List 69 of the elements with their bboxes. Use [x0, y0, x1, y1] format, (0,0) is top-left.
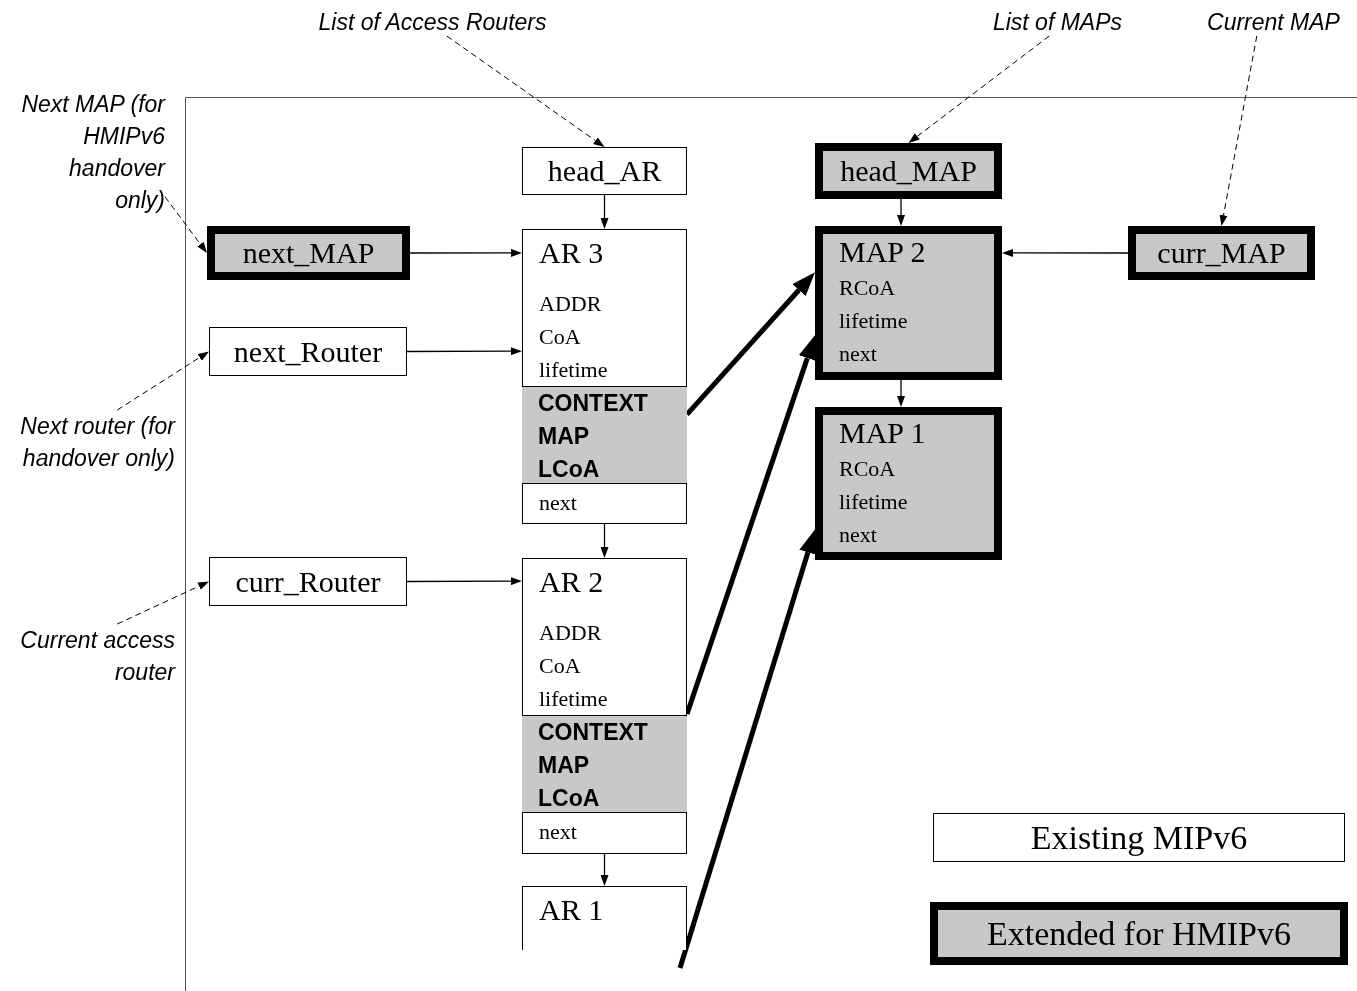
record-title: MAP 1 [839, 415, 926, 451]
arrow [406, 577, 522, 586]
pointer-name: next_MAP [242, 235, 375, 271]
pointer-name: head_MAP [840, 153, 977, 189]
record-title: AR 1 [539, 892, 604, 928]
field-label: RCoA [839, 455, 896, 483]
field-label: lifetime [839, 307, 908, 335]
field-label: lifetime [839, 488, 908, 516]
context-field: CONTEXT [538, 716, 648, 749]
record-title: AR 3 [539, 235, 604, 271]
pointer-name: head_AR [547, 153, 662, 189]
extended-pointer-box [207, 226, 410, 280]
context-field: LCoA [538, 453, 600, 486]
field-label: ADDR [539, 290, 602, 318]
field-label: ADDR [539, 619, 602, 647]
annotation-text: List of Access Routers [318, 9, 547, 35]
field-label: next [539, 818, 577, 846]
arrow [406, 347, 522, 356]
context-field: MAP [538, 749, 590, 782]
arrow [600, 853, 609, 886]
context-section [522, 386, 687, 484]
pointer-name: next_Router [233, 333, 383, 370]
annotation-text: Next router (for handover only) [20, 413, 175, 471]
record-title: AR 2 [539, 564, 604, 600]
pointer-box [522, 147, 687, 195]
context-field: CONTEXT [538, 387, 648, 420]
arrow [897, 198, 905, 226]
leader-line [908, 35, 1050, 143]
pointer-box [209, 327, 407, 376]
leader-line [1219, 35, 1258, 226]
field-label: lifetime [539, 356, 608, 384]
field-label: lifetime [539, 685, 608, 713]
record-box [522, 558, 687, 854]
context-field: LCoA [538, 782, 600, 815]
record-box [522, 886, 687, 950]
pointer-name: curr_Router [235, 563, 381, 600]
leader-line [446, 35, 605, 147]
record-box [815, 226, 1002, 380]
field-label: CoA [539, 652, 581, 680]
leader-line [116, 351, 209, 411]
pointer-box [209, 557, 407, 606]
field-label: RCoA [839, 274, 896, 302]
arrow [897, 379, 905, 407]
record-box [522, 229, 687, 524]
legend-label: Extended for HMIPv6 [986, 914, 1292, 953]
extended-pointer-box [815, 143, 1002, 199]
arrow [600, 523, 609, 558]
context-field: MAP [538, 420, 590, 453]
leader-line [164, 196, 207, 253]
extended-pointer-box [1128, 226, 1315, 280]
annotation-text: List of MAPs [992, 9, 1123, 35]
annotation-text: Current MAP [1207, 9, 1340, 35]
arrow [409, 248, 522, 257]
record-title: MAP 2 [839, 234, 926, 270]
field-label: next [839, 340, 877, 368]
thick-arrow [677, 529, 817, 969]
record-box [815, 407, 1002, 560]
thick-arrow [685, 272, 815, 417]
field-label: next [539, 489, 577, 517]
leader-line [116, 581, 209, 625]
field-label: next [839, 521, 877, 549]
field-label: CoA [539, 323, 581, 351]
arrow [600, 194, 609, 229]
context-section [522, 715, 687, 813]
annotation-text: Current access router [20, 627, 175, 685]
legend-label: Existing MIPv6 [1030, 818, 1248, 857]
annotation-text: Next MAP (for HMIPv6 handover only) [21, 91, 165, 213]
arrow [1002, 248, 1129, 257]
pointer-name: curr_MAP [1157, 235, 1286, 271]
